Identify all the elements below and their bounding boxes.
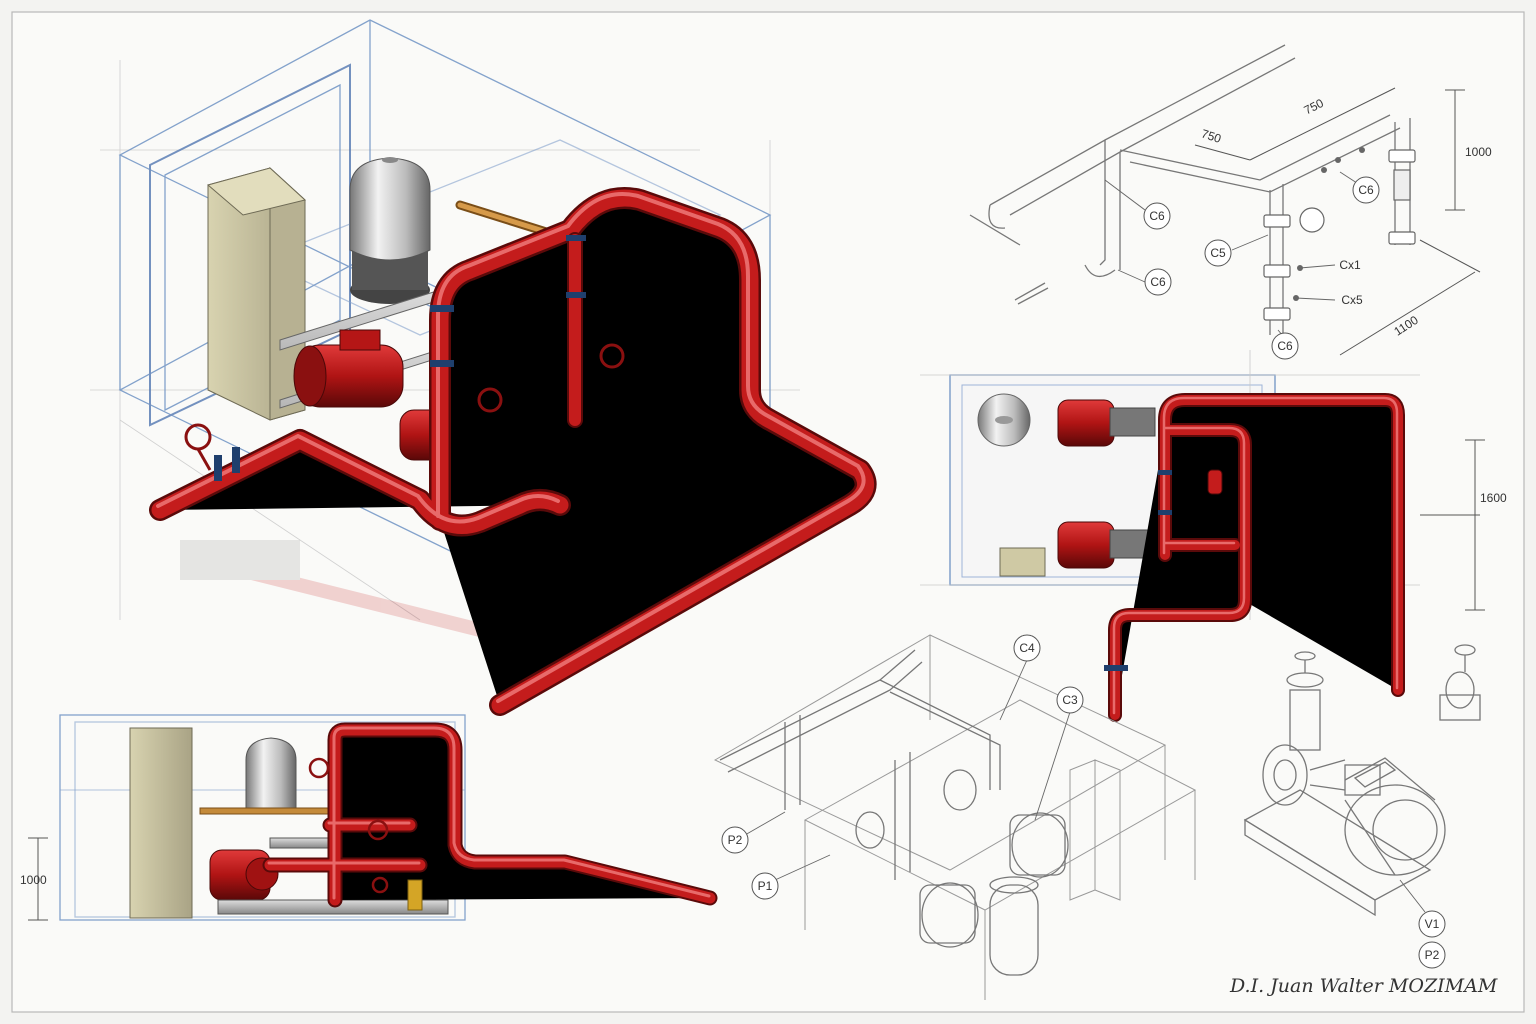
callout-c4: C4 bbox=[1019, 641, 1035, 655]
main-isometric-view bbox=[90, 19, 866, 705]
dimension-1000: 1000 bbox=[1465, 145, 1492, 159]
callout-c6: C6 bbox=[1277, 339, 1293, 353]
callout-p1: P1 bbox=[758, 879, 773, 893]
handwheel-valve-icon bbox=[477, 387, 503, 413]
handwheel-valve-icon bbox=[308, 757, 330, 779]
callout-c5: C5 bbox=[1210, 246, 1226, 260]
dimension-1600: 1600 bbox=[1480, 491, 1507, 505]
handwheel-valve-icon bbox=[599, 343, 625, 369]
detail-isometric-pipe: 750 750 1000 1100 C6 C6 C6 C5 C6 Cx1 bbox=[969, 44, 1492, 360]
elevation-view: 1000 bbox=[20, 714, 710, 921]
plan-view: 1600 bbox=[920, 350, 1507, 715]
pressure-tank bbox=[349, 157, 431, 304]
handwheel-valve-icon bbox=[367, 819, 389, 841]
callout-p2: P2 bbox=[1425, 948, 1440, 962]
dimension-1000: 1000 bbox=[20, 873, 47, 887]
callout-c3: C3 bbox=[1062, 693, 1078, 707]
handwheel-valve-icon bbox=[1299, 207, 1325, 233]
callout-v1: V1 bbox=[1425, 917, 1440, 931]
callout-c6: C6 bbox=[1358, 183, 1374, 197]
handwheel-valve-icon bbox=[371, 876, 389, 894]
callout-cx5: Cx5 bbox=[1341, 293, 1363, 307]
callout-c6: C6 bbox=[1150, 275, 1166, 289]
wireframe-view: C4 C3 P2 P1 bbox=[713, 634, 1197, 1000]
main-fire-pipe bbox=[158, 194, 866, 705]
designer-signature: D.I. Juan Walter MOZIMAM bbox=[1229, 975, 1498, 997]
electrical-cabinet bbox=[206, 166, 307, 421]
callout-p2: P2 bbox=[728, 833, 743, 847]
dimension-750-a: 750 bbox=[1200, 126, 1224, 146]
pump-detail: V1 P2 bbox=[1243, 644, 1481, 969]
callout-c6: C6 bbox=[1149, 209, 1165, 223]
callout-cx1: Cx1 bbox=[1339, 258, 1361, 272]
